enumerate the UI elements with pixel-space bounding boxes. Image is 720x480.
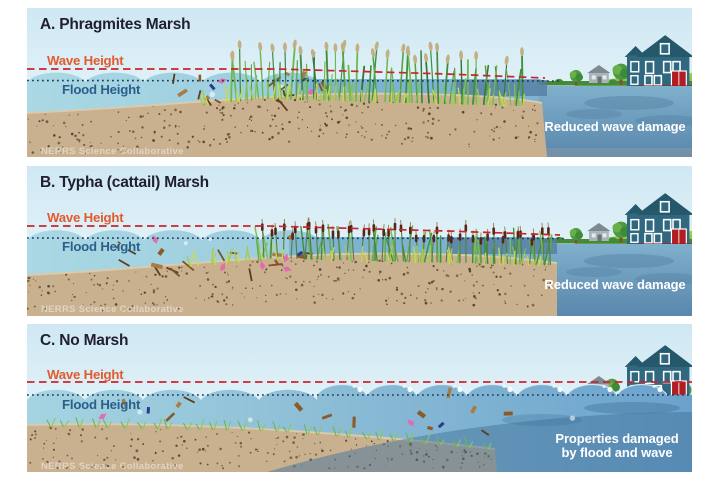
wave-height-line [27, 68, 546, 79]
watermark: NERRS Science Collaborative [41, 461, 184, 472]
wave-crest-highlight [316, 384, 668, 397]
wave-height-label: Wave Height [47, 53, 124, 68]
wave-height-line [27, 225, 561, 236]
wave-foam [352, 385, 663, 393]
sediment-sprouts [46, 417, 492, 450]
watermark: NERRS Science Collaborative [41, 304, 184, 315]
panel-phragmites-marsh: A. Phragmites Marsh Wave Height Flood He… [27, 8, 692, 157]
panel-title: C. No Marsh [40, 332, 128, 349]
flood-height-label: Flood Height [62, 397, 141, 412]
wave-height-label: Wave Height [47, 367, 124, 382]
watermark: NERRS Science Collaborative [41, 146, 184, 157]
phragmites-reeds [230, 39, 524, 107]
panel-typha-marsh: B. Typha (cattail) Marsh Wave Height Flo… [27, 166, 692, 316]
flood-height-line [27, 237, 568, 240]
flood-height-label: Flood Height [62, 82, 141, 97]
nearshore-water [523, 86, 692, 157]
wave-height-label: Wave Height [47, 210, 124, 225]
deep-water-overlay [267, 412, 692, 472]
impact-caption-line1: Properties damaged [555, 431, 678, 446]
panel-title: A. Phragmites Marsh [40, 16, 190, 33]
floating-debris [98, 387, 576, 436]
panel-no-marsh: C. No Marsh Wave Height Flood Height Pro… [27, 324, 692, 472]
panel-title: B. Typha (cattail) Marsh [40, 174, 209, 191]
flood-height-label: Flood Height [62, 239, 141, 254]
sediment [27, 93, 547, 157]
impact-caption: Reduced wave damage [544, 277, 685, 292]
grass-tufts [186, 243, 544, 267]
impact-caption: Reduced wave damage [544, 119, 685, 134]
grass-tufts [199, 83, 525, 107]
sediment-speckles [27, 259, 552, 312]
sediment-speckles [27, 97, 539, 154]
flood-height-line [27, 79, 561, 82]
impact-caption-line2: by flood and wave [562, 445, 673, 460]
